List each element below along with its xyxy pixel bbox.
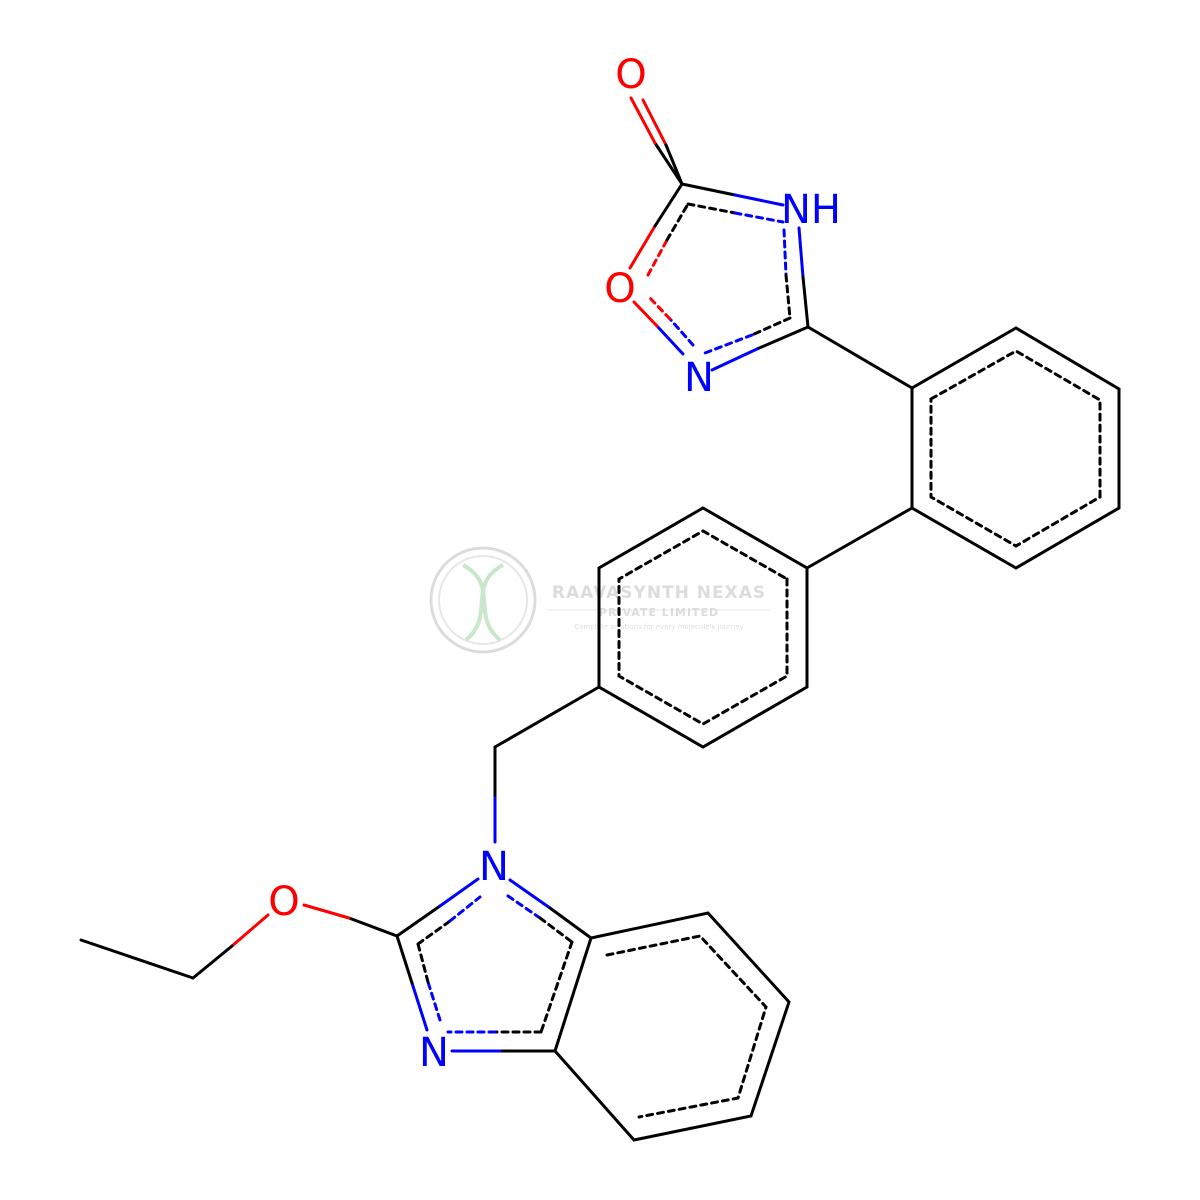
atom-label-n1: N bbox=[479, 844, 509, 890]
bond bbox=[395, 904, 442, 938]
bond bbox=[710, 347, 759, 372]
atom-label-ring-nitrogen: N bbox=[684, 355, 714, 401]
bond bbox=[629, 96, 657, 145]
bond bbox=[553, 936, 593, 1053]
bond bbox=[410, 981, 429, 1032]
atom-label-ether-oxygen: O bbox=[268, 879, 299, 925]
watermark-ring-icon bbox=[429, 546, 537, 654]
watermark: RAAVASYNTH NEXAS PRIVATE LIMITED Complet… bbox=[429, 546, 770, 654]
bond bbox=[805, 506, 914, 570]
bond bbox=[655, 324, 685, 356]
aromatic-dashes bbox=[416, 894, 574, 1034]
bond bbox=[493, 685, 601, 749]
aromatic-dashes bbox=[617, 529, 789, 726]
bonds bbox=[79, 96, 1121, 1142]
bond bbox=[395, 934, 414, 985]
aromatic-dashes bbox=[605, 934, 768, 1119]
bond bbox=[628, 224, 657, 270]
watermark-subtitle: PRIVATE LIMITED bbox=[599, 606, 719, 619]
atom-label-n3: N bbox=[419, 1030, 449, 1076]
atom-labels: O NH O N N N O bbox=[268, 52, 841, 1076]
atom-label-nh: NH bbox=[781, 187, 841, 233]
bond bbox=[347, 916, 399, 938]
atom-label-carbonyl-oxygen: O bbox=[615, 52, 646, 98]
watermark-title: RAAVASYNTH NEXAS bbox=[552, 583, 766, 603]
bond bbox=[79, 938, 195, 980]
bond bbox=[755, 325, 810, 351]
atom-label-ring-oxygen: O bbox=[604, 266, 635, 312]
bond bbox=[438, 877, 480, 908]
bond bbox=[806, 325, 914, 390]
aromatic-dashes bbox=[929, 349, 1102, 548]
aromatic-dashes bbox=[646, 202, 792, 355]
phenyl-ring-upper bbox=[910, 326, 1121, 570]
bond bbox=[801, 275, 810, 329]
bond bbox=[230, 913, 270, 948]
benzo-ring bbox=[553, 911, 791, 1142]
bond bbox=[797, 226, 805, 279]
bond bbox=[302, 903, 351, 920]
bond bbox=[680, 182, 737, 197]
bond bbox=[632, 300, 659, 328]
bond bbox=[653, 141, 684, 186]
bond bbox=[653, 182, 684, 228]
bond bbox=[508, 878, 552, 910]
bond bbox=[548, 906, 593, 940]
dna-helix-icon bbox=[462, 563, 504, 642]
bond bbox=[641, 98, 668, 147]
watermark-tagline: Complete solutions for every molecule's … bbox=[574, 623, 743, 631]
bond bbox=[733, 193, 785, 207]
bond bbox=[664, 143, 684, 186]
bond bbox=[191, 944, 234, 980]
